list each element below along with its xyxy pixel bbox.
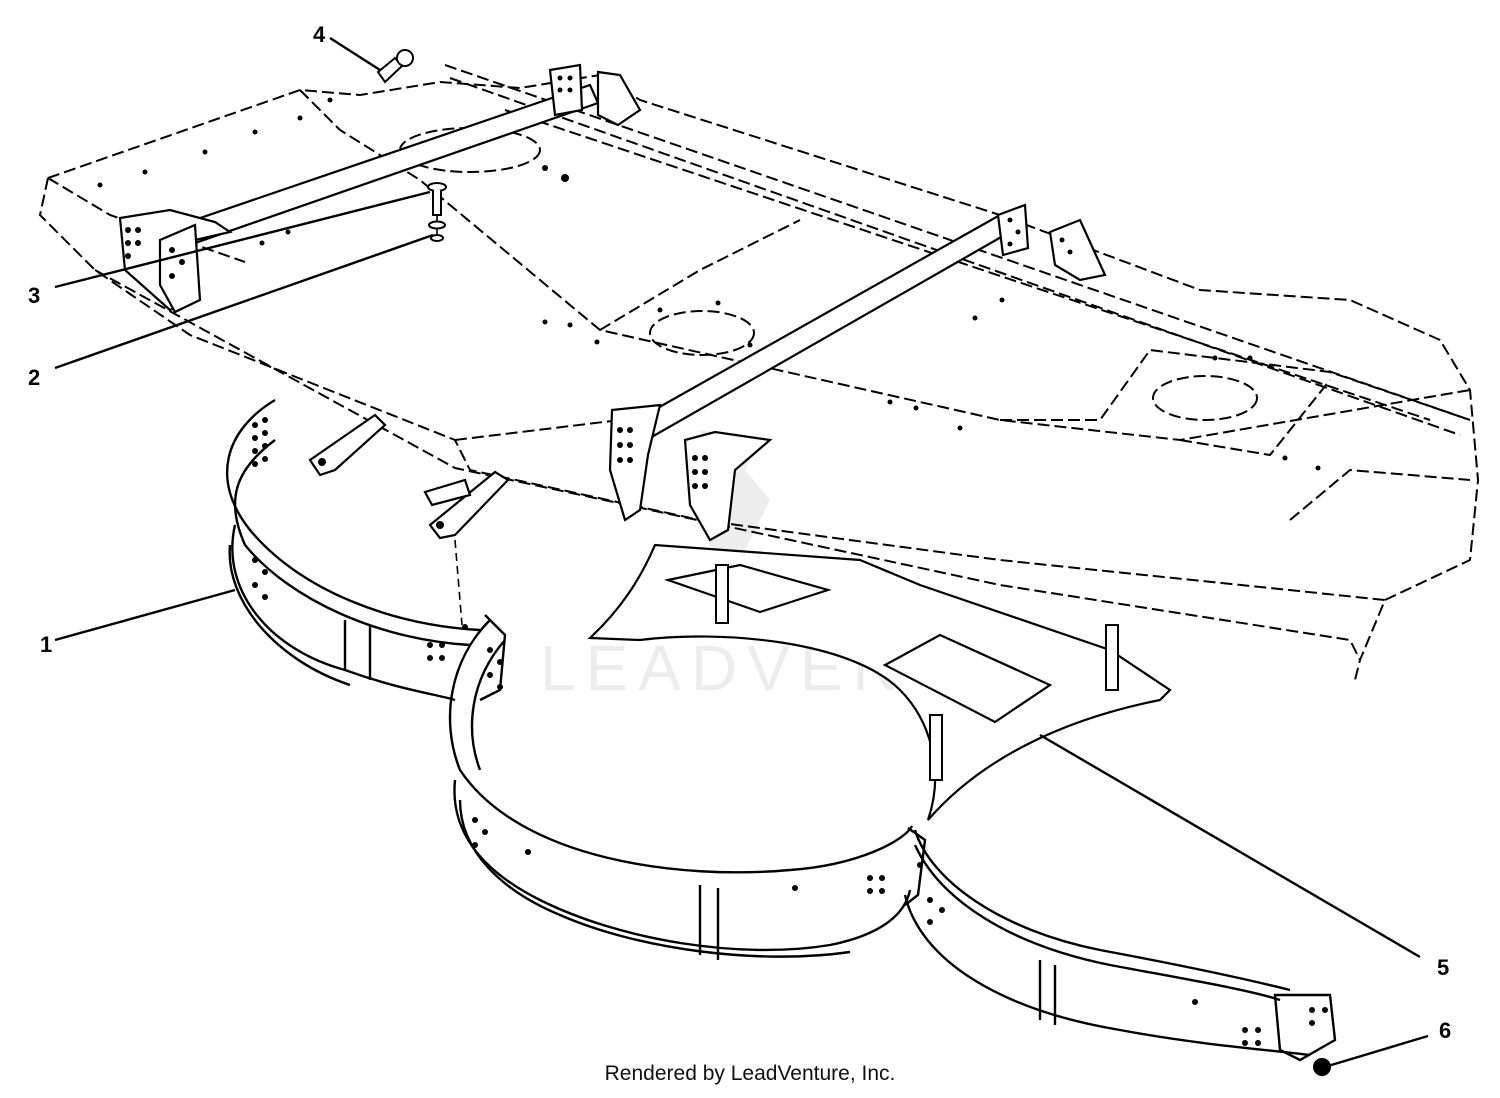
callout-6: 6 xyxy=(1439,1018,1451,1043)
credit-line: Rendered by LeadVenture, Inc. xyxy=(604,1062,896,1085)
tab-holes xyxy=(318,458,444,529)
callout-5: 5 xyxy=(1437,955,1449,980)
callout-4: 4 xyxy=(313,22,326,47)
callout-3: 3 xyxy=(28,283,40,308)
band-perforations xyxy=(252,417,1328,1046)
callout-2: 2 xyxy=(28,365,40,390)
leader-lines xyxy=(54,36,1429,1068)
watermark-logo xyxy=(700,430,770,610)
band-tabs xyxy=(308,413,510,540)
bolt-3 xyxy=(427,182,447,216)
mower-deck xyxy=(38,64,1480,681)
baffle-studs xyxy=(715,564,1119,781)
deck-holes xyxy=(97,97,1321,471)
baffle-plate xyxy=(587,543,1172,821)
alignment-lines xyxy=(436,190,463,626)
baffle-band xyxy=(226,398,1337,1062)
bolt-4 xyxy=(376,49,414,84)
bracket-holes xyxy=(125,75,1073,489)
nut-6 xyxy=(1313,1058,1331,1076)
callout-1: 1 xyxy=(40,632,52,657)
washer-2 xyxy=(428,220,446,242)
